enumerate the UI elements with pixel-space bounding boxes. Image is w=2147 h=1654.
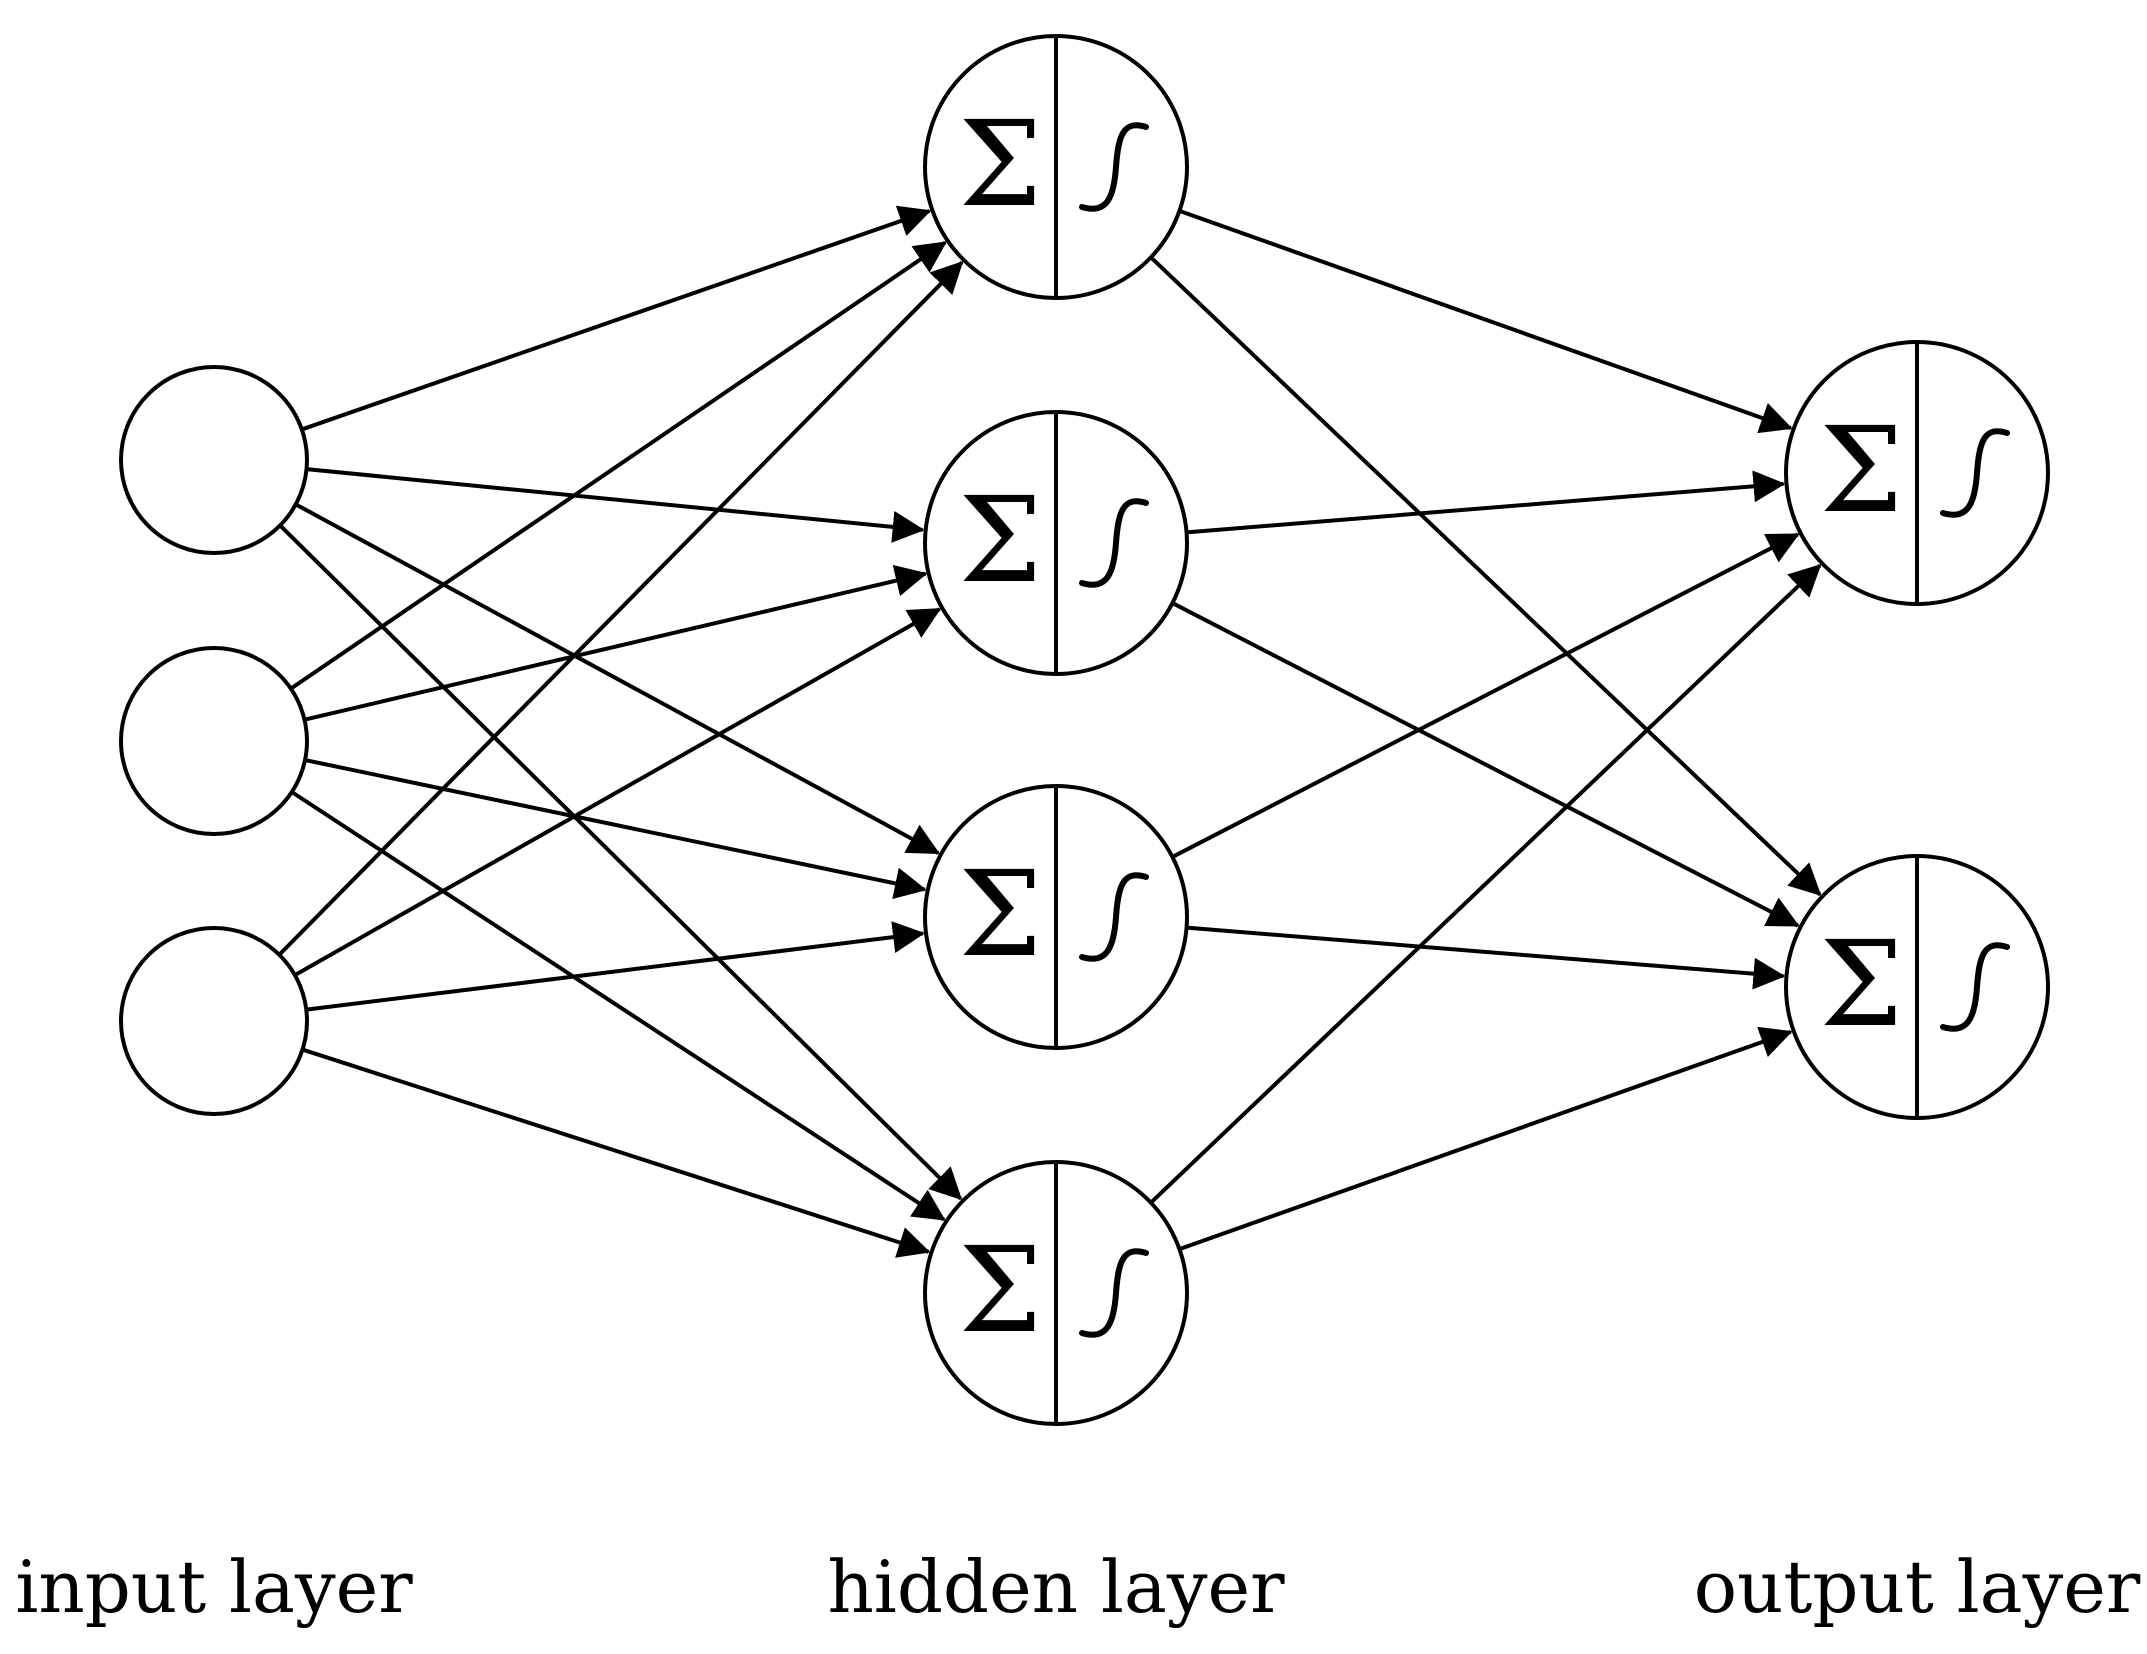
layer-label-output: output layer [1694,1545,2141,1629]
layer-label-hidden: hidden layer [827,1545,1285,1629]
summation-symbol: Σ [1820,401,1903,539]
layer-label-input: input layer [15,1545,413,1629]
node-circle [119,926,309,1116]
summation-symbol: Σ [959,1221,1042,1359]
connection-arrow-l0-1-to-3 [290,790,946,1222]
connection-arrow-l1-0-to-0 [1178,208,1793,434]
connection-arrow-l0-0-to-2 [294,502,940,855]
input-node-2 [119,646,309,836]
connection-arrow-l0-0-to-0 [301,205,932,432]
hidden-node-3: Σ [923,784,1189,1050]
sigmoid-curve-icon [1079,872,1149,962]
connection-arrow-l1-3-to-1 [1178,1026,1793,1252]
summation-symbol: Σ [1820,915,1903,1053]
sigmoid-curve-icon [1079,1248,1149,1338]
connection-arrow-l0-1-to-2 [304,758,927,900]
connection-arrow-l0-2-to-2 [306,921,925,1012]
connection-arrow-l1-2-to-0 [1171,532,1800,859]
connection-arrow-l0-2-to-3 [301,1047,931,1258]
summation-symbol: Σ [959,845,1042,983]
connection-arrow-l0-2-to-0 [277,260,964,957]
connection-arrow-l0-1-to-1 [304,564,928,722]
node-circle [119,365,309,555]
connection-arrow-l1-1-to-1 [1171,601,1800,928]
sigmoid-curve-icon [1940,428,2010,518]
output-node-1: Σ [1784,340,2050,606]
node-circle [119,646,309,836]
connection-arrow-l1-1-to-0 [1186,470,1786,535]
summation-symbol: Σ [959,471,1042,609]
hidden-node-2: Σ [923,410,1189,676]
summation-symbol: Σ [959,95,1042,233]
input-node-1 [119,365,309,555]
connection-arrow-l1-3-to-0 [1149,563,1822,1205]
hidden-node-4: Σ [923,1160,1189,1426]
neurons: Σ Σ Σ Σ Σ Σ [119,34,2050,1426]
layer-labels: input layer hidden layer output layer [15,1545,2141,1629]
hidden-node-1: Σ [923,34,1189,300]
sigmoid-curve-icon [1079,122,1149,212]
sigmoid-curve-icon [1079,498,1149,588]
connection-arrow-l0-0-to-1 [306,467,925,543]
connections [277,205,1822,1258]
connection-arrow-l1-2-to-1 [1186,925,1786,990]
output-node-2: Σ [1784,854,2050,1120]
connection-arrow-l1-0-to-1 [1149,255,1822,897]
connection-arrow-l0-1-to-0 [289,240,947,691]
connection-arrow-l0-2-to-1 [293,607,942,977]
sigmoid-curve-icon [1940,942,2010,1032]
connection-arrow-l0-0-to-3 [278,523,963,1201]
input-node-3 [119,926,309,1116]
